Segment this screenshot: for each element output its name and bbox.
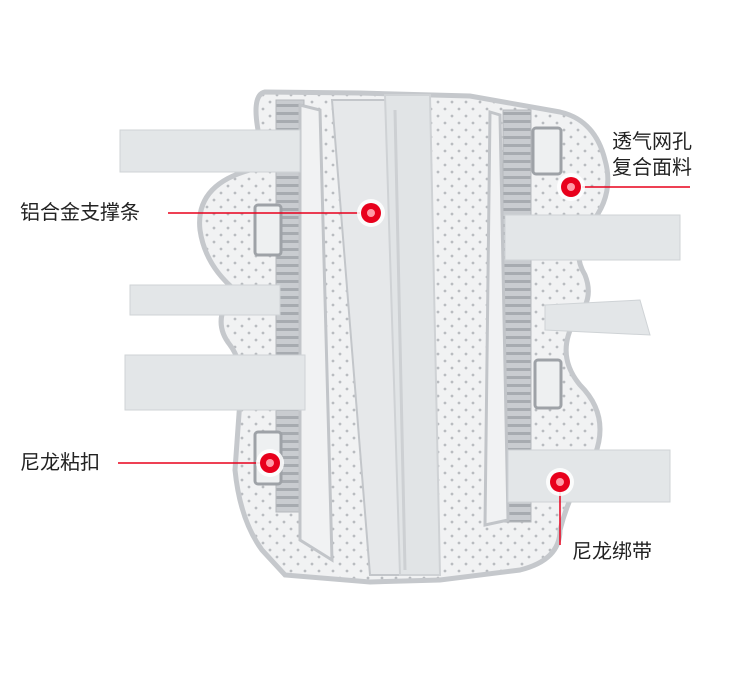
label-breathable-fabric-line2: 复合面料	[612, 155, 692, 179]
strap-right-lower	[507, 449, 671, 503]
strap-left-middle	[129, 284, 281, 316]
marker-fabric	[557, 173, 585, 201]
marker-aluminum	[357, 199, 385, 227]
marker-velcro	[256, 449, 284, 477]
label-velcro-buckle: 尼龙粘扣	[20, 450, 100, 474]
marker-strap	[546, 468, 574, 496]
label-nylon-strap: 尼龙绑带	[572, 539, 652, 563]
strap-left-lower	[124, 354, 306, 411]
label-breathable-fabric: 透气网孔 复合面料	[612, 128, 692, 180]
strap-left-top	[119, 129, 301, 173]
label-aluminum-strip: 铝合金支撑条	[20, 200, 140, 224]
buckle-left-top	[253, 203, 283, 257]
buckle-right-top	[531, 126, 563, 176]
strap-right-middle	[544, 299, 651, 336]
strap-right-top	[504, 214, 681, 261]
buckle-right-middle	[533, 358, 563, 410]
label-breathable-fabric-line1: 透气网孔	[612, 129, 692, 153]
